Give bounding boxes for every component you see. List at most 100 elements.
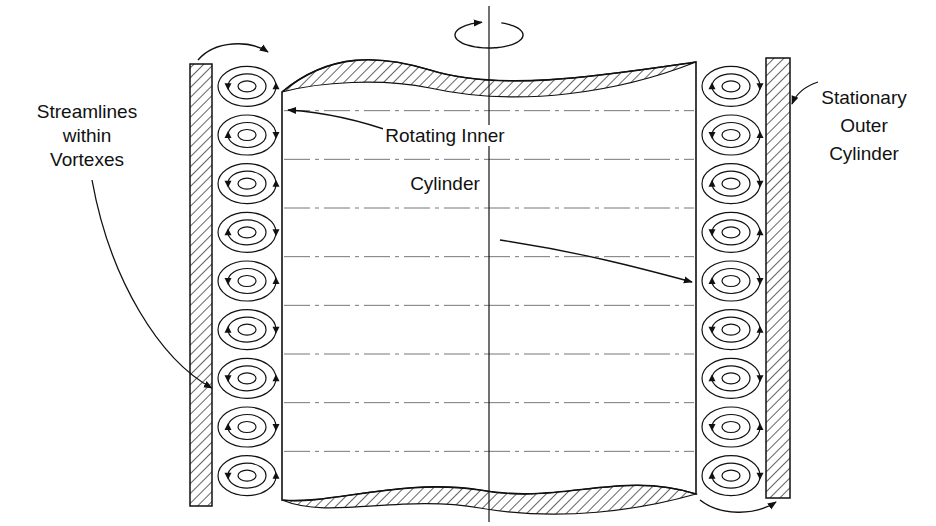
flow-arrowhead <box>757 228 764 235</box>
streamline <box>712 366 750 391</box>
streamline <box>218 261 276 301</box>
flow-arrowhead <box>225 473 232 480</box>
vortex <box>218 66 280 106</box>
streamline <box>218 212 276 252</box>
streamline <box>722 422 740 433</box>
streamline <box>218 115 276 155</box>
streamline <box>702 407 760 447</box>
flow-arrowhead <box>273 180 280 187</box>
flow-arrowhead <box>273 374 280 381</box>
part-label: Streamlines within Vortexes <box>22 100 152 172</box>
flow-arrowhead <box>273 277 280 284</box>
flow-arrowhead <box>709 327 716 334</box>
vortex <box>702 66 764 106</box>
streamline <box>722 276 740 287</box>
flow-arrow <box>700 500 776 512</box>
streamline <box>228 123 266 148</box>
vortex <box>702 212 764 252</box>
streamline <box>238 276 256 287</box>
rotation-axis <box>488 6 489 522</box>
flow-arrowhead <box>757 375 764 382</box>
streamline <box>238 178 256 189</box>
vortex <box>218 358 280 398</box>
streamline <box>712 463 750 488</box>
streamline <box>722 178 740 189</box>
streamline <box>238 81 256 92</box>
flow-arrowhead <box>273 229 280 236</box>
flow-arrowhead <box>225 181 232 188</box>
flow-arrowhead <box>709 132 716 139</box>
streamline <box>722 373 740 384</box>
flow-arrowhead <box>709 277 716 284</box>
flow-arrowhead <box>273 132 280 139</box>
leader-lines <box>92 82 818 388</box>
streamline <box>722 81 740 92</box>
part-label: Stationary Outer Cylinder <box>802 84 926 168</box>
vortex <box>702 310 764 350</box>
flow-arrowhead <box>757 181 764 188</box>
streamline <box>218 164 276 204</box>
streamline <box>702 358 760 398</box>
streamline <box>228 269 266 294</box>
vortex <box>702 456 764 496</box>
flow-arrowhead <box>709 180 716 187</box>
streamline <box>712 74 750 99</box>
streamline <box>722 324 740 335</box>
streamline <box>228 317 266 342</box>
outer-cylinder-wall <box>190 64 212 506</box>
streamline <box>238 227 256 238</box>
streamline <box>722 227 740 238</box>
streamline <box>218 407 276 447</box>
streamline <box>712 123 750 148</box>
streamline <box>238 470 256 481</box>
flow-arrowhead <box>225 83 232 90</box>
streamline <box>712 415 750 440</box>
leader-line <box>288 110 398 134</box>
flow-arrowhead <box>273 327 280 334</box>
vortex <box>702 407 764 447</box>
vortex <box>218 115 280 155</box>
vortex <box>218 164 280 204</box>
vortex <box>702 115 764 155</box>
streamline <box>712 317 750 342</box>
label-text: Stationary Outer Cylinder <box>819 87 909 164</box>
streamline <box>712 269 750 294</box>
flow-arrowhead <box>225 228 232 235</box>
flow-arrowhead <box>709 472 716 479</box>
vortex <box>702 164 764 204</box>
streamline <box>218 310 276 350</box>
streamline <box>228 415 266 440</box>
streamline <box>712 171 750 196</box>
streamline <box>228 171 266 196</box>
flow-arrowhead <box>273 424 280 431</box>
flow-arrowhead <box>757 83 764 90</box>
vortex <box>702 261 764 301</box>
streamline <box>238 422 256 433</box>
part-label: Rotating Inner Cylinder <box>380 112 510 208</box>
streamline <box>722 130 740 141</box>
vortex-column <box>218 66 764 495</box>
streamline <box>702 66 760 106</box>
vortex <box>218 407 280 447</box>
flow-arrowhead <box>757 473 764 480</box>
vortex <box>218 261 280 301</box>
vortex <box>702 358 764 398</box>
leader-line <box>792 82 818 104</box>
flow-arrowhead <box>757 326 764 333</box>
streamline <box>218 66 276 106</box>
leader-line <box>92 180 212 388</box>
flow-arrowhead <box>757 423 764 430</box>
flow-arrowhead <box>757 278 764 285</box>
flow-arrowhead <box>225 278 232 285</box>
streamline <box>228 463 266 488</box>
streamline <box>238 324 256 335</box>
flow-arrowhead <box>273 82 280 89</box>
streamline <box>238 130 256 141</box>
leader-line <box>500 240 692 282</box>
streamline <box>702 115 760 155</box>
flow-arrowhead <box>709 229 716 236</box>
vortex <box>218 456 280 496</box>
streamline <box>218 358 276 398</box>
rotation-arrow <box>455 22 523 48</box>
flow-arrowhead <box>225 326 232 333</box>
